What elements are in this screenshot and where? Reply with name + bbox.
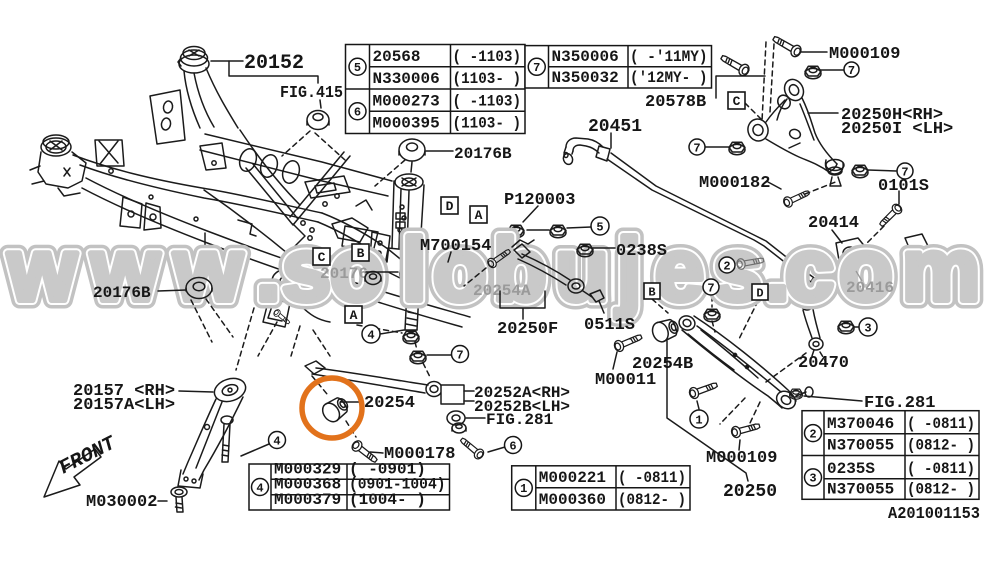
svg-text:B: B bbox=[357, 246, 365, 261]
svg-text:M000360: M000360 bbox=[539, 491, 606, 509]
svg-text:N330006: N330006 bbox=[373, 70, 440, 88]
svg-text:FIG.415: FIG.415 bbox=[280, 84, 343, 103]
svg-text:20254A: 20254A bbox=[473, 282, 531, 300]
svg-text:2: 2 bbox=[723, 259, 730, 273]
svg-text:3: 3 bbox=[864, 321, 871, 335]
svg-text:4: 4 bbox=[367, 328, 374, 342]
svg-text:0101S: 0101S bbox=[878, 177, 929, 196]
svg-text:( -0811): ( -0811) bbox=[618, 469, 686, 487]
svg-text:7: 7 bbox=[693, 141, 700, 155]
svg-text:(0812- ): (0812- ) bbox=[907, 480, 975, 498]
svg-text:1: 1 bbox=[695, 413, 702, 427]
svg-text:(1103- ): (1103- ) bbox=[453, 70, 522, 88]
svg-text:D: D bbox=[756, 286, 763, 300]
svg-text:20250F: 20250F bbox=[497, 320, 558, 339]
svg-text:20578B: 20578B bbox=[645, 93, 706, 112]
svg-text:( -0811): ( -0811) bbox=[907, 460, 975, 478]
svg-text:( -'11MY): ( -'11MY) bbox=[630, 48, 708, 66]
svg-text:20414: 20414 bbox=[808, 214, 859, 233]
svg-text:FIG.281: FIG.281 bbox=[486, 411, 553, 429]
svg-text:M000329: M000329 bbox=[274, 460, 341, 478]
svg-text:M000109: M000109 bbox=[829, 45, 900, 64]
svg-text:FIG.281: FIG.281 bbox=[864, 394, 935, 413]
svg-text:M000109: M000109 bbox=[706, 449, 777, 468]
svg-text:20176B: 20176B bbox=[93, 284, 151, 302]
svg-text:C: C bbox=[318, 250, 326, 265]
svg-text:20176: 20176 bbox=[320, 265, 368, 283]
svg-text:0235S: 0235S bbox=[827, 460, 875, 478]
svg-text:20176B: 20176B bbox=[454, 145, 512, 163]
svg-text:(0812- ): (0812- ) bbox=[907, 437, 975, 455]
svg-text:20152: 20152 bbox=[244, 52, 304, 75]
svg-text:20416: 20416 bbox=[846, 279, 894, 297]
svg-text:20470: 20470 bbox=[798, 354, 849, 373]
svg-text:N370055: N370055 bbox=[827, 437, 894, 455]
svg-text:('12MY- ): ('12MY- ) bbox=[630, 69, 708, 87]
svg-text:A: A bbox=[475, 208, 483, 223]
svg-text:20254B: 20254B bbox=[632, 355, 693, 374]
svg-text:( -1103): ( -1103) bbox=[453, 92, 522, 110]
svg-text:7: 7 bbox=[533, 61, 540, 75]
svg-text:1: 1 bbox=[520, 482, 527, 496]
svg-text:P120003: P120003 bbox=[504, 191, 575, 210]
svg-text:(1103- ): (1103- ) bbox=[453, 115, 522, 133]
svg-text:C: C bbox=[733, 94, 741, 109]
svg-text:A201001153: A201001153 bbox=[888, 505, 980, 524]
svg-text:B: B bbox=[648, 285, 655, 299]
svg-text:5: 5 bbox=[596, 220, 603, 234]
svg-text:20157 <RH>: 20157 <RH> bbox=[73, 382, 175, 401]
svg-text:20451: 20451 bbox=[588, 117, 642, 137]
svg-text:20252B<LH>: 20252B<LH> bbox=[474, 398, 570, 416]
svg-text:20568: 20568 bbox=[373, 48, 421, 66]
svg-text:( -0901): ( -0901) bbox=[349, 460, 426, 478]
svg-text:M000395: M000395 bbox=[373, 115, 440, 133]
svg-text:20252A<RH>: 20252A<RH> bbox=[474, 384, 570, 402]
svg-text:( -0811): ( -0811) bbox=[907, 415, 975, 433]
svg-text:M000379: M000379 bbox=[274, 491, 341, 509]
svg-text:0511S: 0511S bbox=[584, 316, 635, 335]
svg-text:M000178: M000178 bbox=[384, 445, 455, 464]
svg-text:M000182: M000182 bbox=[699, 174, 770, 193]
svg-text:0238S: 0238S bbox=[616, 242, 667, 261]
svg-text:2: 2 bbox=[809, 427, 816, 441]
svg-text:A: A bbox=[350, 308, 358, 323]
svg-text:M370046: M370046 bbox=[827, 415, 894, 433]
svg-text:4: 4 bbox=[256, 481, 263, 495]
svg-text:6: 6 bbox=[354, 106, 361, 120]
svg-text:M000368: M000368 bbox=[274, 476, 341, 494]
svg-text:( -1103): ( -1103) bbox=[453, 48, 522, 66]
svg-text:20250I <LH>: 20250I <LH> bbox=[841, 120, 953, 139]
svg-text:7: 7 bbox=[848, 64, 855, 78]
svg-text:N350006: N350006 bbox=[552, 48, 619, 66]
svg-text:20254: 20254 bbox=[364, 394, 415, 413]
svg-text:(0901-1004): (0901-1004) bbox=[349, 476, 446, 494]
svg-text:M00011: M00011 bbox=[595, 371, 656, 390]
svg-text:M000273: M000273 bbox=[373, 92, 440, 110]
svg-text:M030002: M030002 bbox=[86, 493, 157, 512]
svg-text:5: 5 bbox=[354, 61, 361, 75]
svg-text:(0812- ): (0812- ) bbox=[618, 491, 686, 509]
svg-text:3: 3 bbox=[809, 472, 816, 486]
svg-text:D: D bbox=[446, 199, 454, 214]
svg-text:7: 7 bbox=[901, 165, 908, 179]
svg-text:6: 6 bbox=[509, 439, 516, 453]
svg-text:N370055: N370055 bbox=[827, 480, 894, 498]
svg-text:N350032: N350032 bbox=[552, 69, 619, 87]
svg-text:4: 4 bbox=[273, 434, 280, 448]
svg-text:M000221: M000221 bbox=[539, 469, 606, 487]
svg-text:M700154: M700154 bbox=[420, 237, 491, 256]
svg-text:20157A<LH>: 20157A<LH> bbox=[73, 396, 175, 415]
svg-text:7: 7 bbox=[707, 281, 714, 295]
svg-text:7: 7 bbox=[456, 348, 463, 362]
svg-text:20250H<RH>: 20250H<RH> bbox=[841, 106, 943, 125]
svg-text:20250: 20250 bbox=[723, 482, 777, 502]
svg-text:(1004- ): (1004- ) bbox=[349, 491, 426, 509]
